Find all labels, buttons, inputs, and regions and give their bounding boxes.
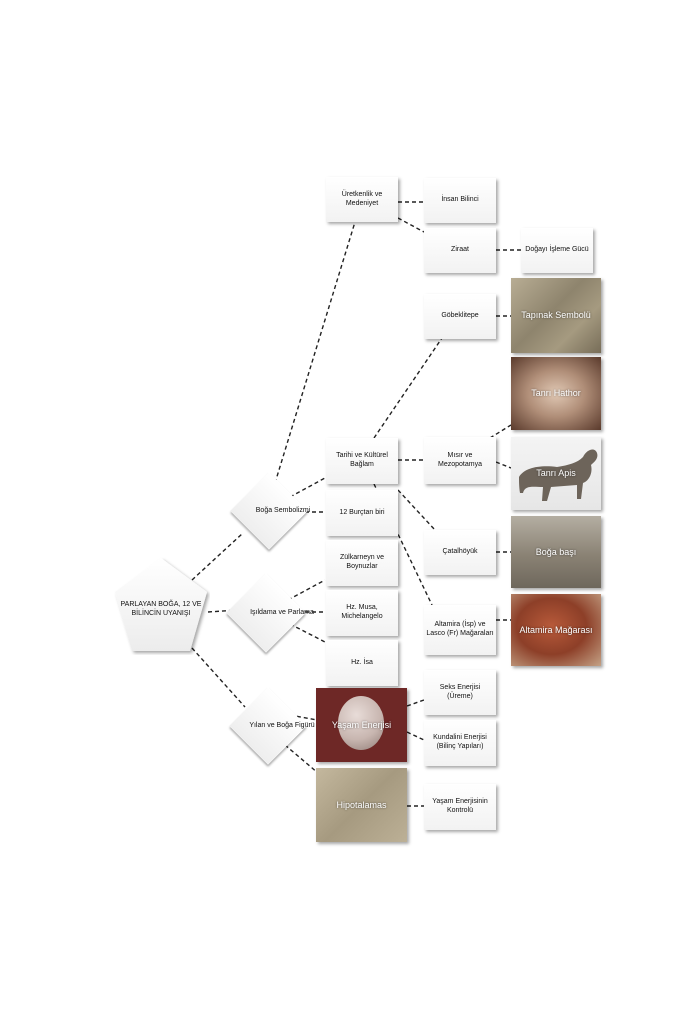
node-ziraat: Ziraat <box>424 228 496 273</box>
root-label: PARLAYAN BOĞA, 12 VE BİLİNCİN UYANIŞI <box>120 600 202 617</box>
node-isildama: Işıldama ve Parlama <box>226 573 314 653</box>
node-tarihi: Tarihi ve Kültürel Bağlam <box>326 438 398 484</box>
node-gobeklitepe: Göbeklitepe <box>424 294 496 339</box>
node-yilan-boga: Yılan ve Boğa Figürü <box>229 687 315 765</box>
node-isa: Hz. İsa <box>326 640 398 686</box>
image-caption: Tanrı Apis <box>536 468 576 479</box>
node-dogayi-isleme: Doğayı İşleme Gücü <box>521 228 593 273</box>
node-insan-bilinci: İnsan Bilinci <box>424 178 496 223</box>
node-catalhoyuk: Çatalhöyük <box>424 530 496 575</box>
image-altamira-magarasi: Altamira Mağarası <box>511 594 601 666</box>
node-musa: Hz. Musa, Michelangelo <box>326 590 398 636</box>
image-tanri-hathor: Tanrı Hathor <box>511 357 601 430</box>
link-uretkenlik-ziraat <box>397 217 425 233</box>
node-kundalini: Kundalini Enerjisi (Bilinç Yapıları) <box>424 720 496 766</box>
link-yilan-yasam <box>289 714 318 721</box>
image-tapinak-sembolu: Tapınak Sembolü <box>511 278 601 353</box>
link-isildama-zulkarneyn <box>287 579 326 601</box>
root-node: PARLAYAN BOĞA, 12 VE BİLİNCİN UYANIŞI <box>112 555 210 655</box>
pentagon-shape <box>115 558 207 651</box>
image-hipotalamas: Hipotalamas <box>316 768 407 842</box>
link-tarihi-catalhoyuk <box>397 489 436 531</box>
image-caption: Yaşam Enerjisi <box>331 719 392 730</box>
node-misir: Mısır ve Mezopotamya <box>424 437 496 484</box>
link-root-yilan <box>191 647 246 708</box>
link-misir-apis <box>495 461 512 469</box>
node-label: Işıldama ve Parlama <box>250 609 314 617</box>
image-caption: Hipotalamas <box>336 799 387 810</box>
node-burclar: 12 Burçtan biri <box>326 490 398 536</box>
image-caption: Tapınak Sembolü <box>521 310 591 321</box>
image-caption: Boğa başı <box>535 546 577 557</box>
image-caption: Altamira Mağarası <box>519 624 593 635</box>
link-tarihi-gobeklitepe <box>373 337 443 439</box>
sphere-figure <box>338 696 384 750</box>
node-uretkenlik: Üretkenlik ve Medeniyet <box>326 177 398 222</box>
link-root-boga <box>191 532 244 581</box>
node-zulkarneyn: Zülkarneyn ve Boynuzlar <box>326 540 398 586</box>
link-boga-uretkenlik <box>274 221 356 484</box>
node-label: Boğa Sembolizmi <box>255 507 311 515</box>
bull-statue-icon <box>519 449 598 501</box>
link-yilan-hipotalamus <box>284 744 319 774</box>
node-label: Yılan ve Boğa Figürü <box>249 722 315 730</box>
node-seks-enerjisi: Seks Enerjisi (Üreme) <box>424 670 496 715</box>
node-boga-sembolizmi: Boğa Sembolizmi <box>230 472 310 550</box>
image-caption: Tanrı Hathor <box>531 388 581 399</box>
link-yasam-seks <box>406 699 425 707</box>
image-yasam-enerjisi: Yaşam Enerjisi <box>316 688 407 762</box>
image-boga-basi: Boğa başı <box>511 516 601 588</box>
node-yasam-kontrol: Yaşam Enerjisinin Kontrolü <box>424 784 496 830</box>
image-tanri-apis: Tanrı Apis <box>511 437 601 510</box>
node-altamira: Altamira (İsp) ve Lasco (Fr) Mağaraları <box>424 605 496 655</box>
link-yasam-kundalini <box>406 731 425 741</box>
